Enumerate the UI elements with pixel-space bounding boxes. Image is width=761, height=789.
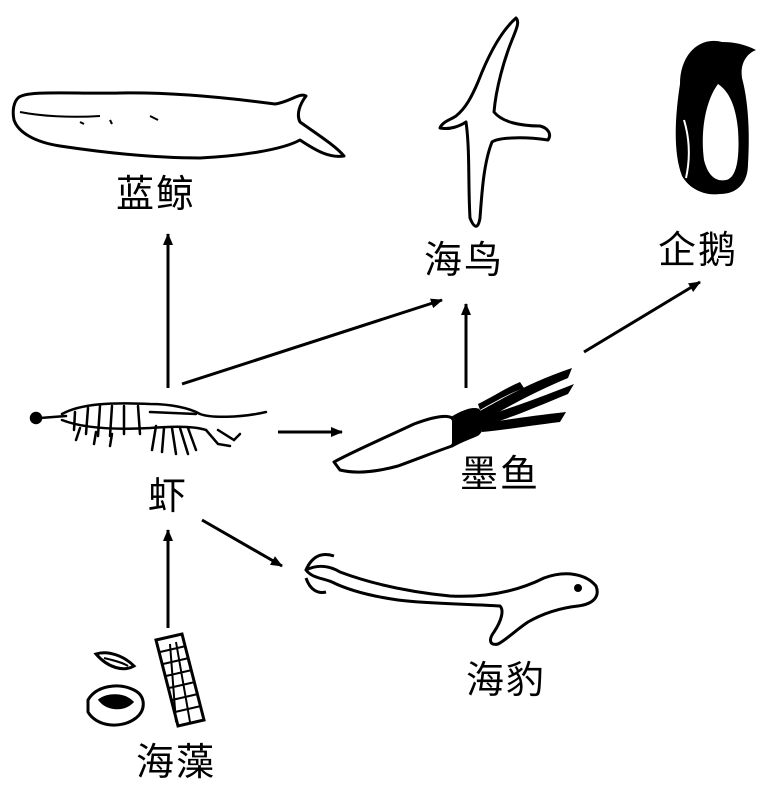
blue-whale-illustration: [13, 93, 344, 158]
food-web-arrows: [168, 234, 700, 628]
shrimp-illustration: [31, 403, 266, 454]
seabird-label: 海鸟: [424, 238, 504, 282]
seal-illustration: [306, 555, 597, 645]
shrimp-label: 虾: [148, 474, 188, 518]
seabird-illustration: [440, 18, 550, 226]
penguin-illustration: [676, 41, 756, 195]
seaweed-illustration: [88, 634, 204, 726]
seaweed-label: 海藻: [136, 740, 216, 784]
squid-label: 墨鱼: [460, 452, 540, 496]
blue-whale-label: 蓝鲸: [116, 172, 196, 216]
arrow-squid-to-penguin: [584, 282, 700, 352]
penguin-label: 企鹅: [658, 228, 738, 272]
seal-label: 海豹: [466, 658, 546, 702]
arrow-shrimp-to-seabird: [182, 300, 442, 384]
arrow-shrimp-to-seal: [202, 520, 282, 566]
